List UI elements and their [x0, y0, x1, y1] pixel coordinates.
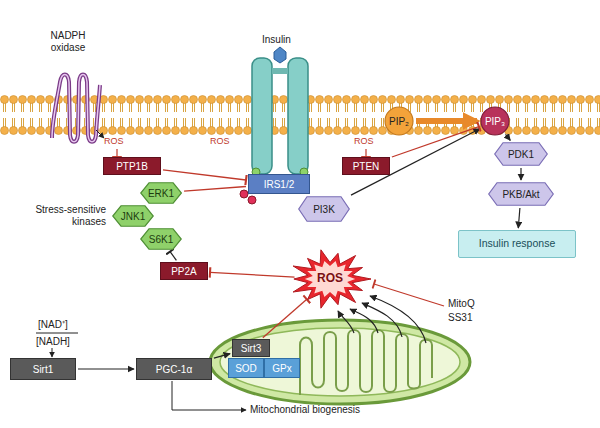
connector — [506, 134, 511, 140]
node-label: GPx — [272, 363, 291, 374]
connector — [163, 170, 246, 180]
stress-kinase-hexagon: JNK1 — [112, 205, 154, 227]
connector — [351, 129, 480, 195]
enzyme-box: SOD — [228, 358, 264, 378]
node-label: PI3K — [313, 204, 335, 215]
ratio-term: [NADH] — [36, 336, 70, 348]
ros-release-arrow — [350, 309, 378, 333]
node-label: PTP1B — [116, 161, 148, 172]
sirtuin-box: Sirt3 — [232, 339, 270, 357]
node-label: Sirt1 — [33, 364, 54, 375]
connector — [416, 118, 477, 124]
response-box: Insulin response — [458, 230, 576, 258]
inhibition-line — [374, 284, 444, 306]
connector — [520, 168, 521, 180]
molecule-label: ROS — [354, 136, 374, 146]
drug-name: MitoQ — [448, 298, 475, 310]
kinase-hexagon: PKB/Akt — [488, 182, 554, 206]
kinase-hexagon: PDK1 — [494, 142, 548, 166]
node-label: PIP₃ — [485, 116, 505, 127]
connector — [518, 208, 520, 228]
connector — [184, 187, 246, 192]
connector — [78, 368, 134, 369]
node-label: ROS — [317, 272, 343, 285]
node-label: PTEN — [353, 161, 380, 172]
drug-name: SS31 — [448, 312, 472, 324]
insulin-receptor — [288, 58, 308, 174]
nadph-oxidase-protein — [52, 75, 100, 142]
insulin-receptor — [252, 58, 272, 174]
enzyme-box: GPx — [264, 358, 300, 378]
lipid-circle: PIP₃ — [480, 106, 510, 136]
substrate-box: IRS1/2 — [248, 174, 310, 194]
node-label: JNK1 — [121, 211, 145, 222]
production-arrow — [96, 130, 104, 138]
activation-arrow — [172, 381, 246, 410]
cristae — [300, 330, 432, 395]
node-label: IRS1/2 — [264, 179, 295, 190]
inhibition-line — [116, 149, 117, 157]
phosphate-dot — [248, 196, 256, 204]
node-label: PIP₂ — [389, 116, 409, 127]
node-label: ERK1 — [148, 188, 174, 199]
process-label: Mitochondrial biogenesis — [250, 404, 360, 416]
ros-release-arrow — [338, 311, 354, 333]
group-label: Stress-sensitive kinases — [20, 204, 106, 227]
inhibition-line — [365, 149, 366, 157]
sirtuin-box: Sirt1 — [10, 358, 76, 380]
connector — [263, 299, 307, 337]
node-label: Insulin response — [479, 238, 555, 250]
fraction-bar — [36, 333, 78, 334]
node-label: S6K1 — [149, 234, 173, 245]
node-label: PGC-1α — [156, 364, 192, 375]
node-label: Sirt3 — [241, 343, 262, 354]
ros-burst: ROS — [288, 248, 372, 310]
stress-kinase-hexagon: S6K1 — [140, 228, 182, 250]
inhibitor-box: PTP1B — [103, 157, 161, 175]
node-label: SOD — [235, 363, 257, 374]
connector — [170, 252, 176, 261]
coactivator-box: PGC-1α — [136, 358, 212, 380]
ratio-term: [NAD⁺] — [38, 319, 68, 331]
mitochondrion — [210, 320, 470, 404]
molecule-label: ROS — [104, 136, 124, 146]
inhibitor-box: PTEN — [342, 157, 390, 175]
node-label: PP2A — [171, 266, 197, 277]
kinase-hexagon: PI3K — [298, 196, 350, 222]
lipid-circle: PIP₂ — [384, 106, 414, 136]
stress-kinase-hexagon: ERK1 — [140, 182, 182, 204]
connector — [210, 272, 295, 277]
molecule-label: ROS — [210, 136, 230, 146]
ros-release-arrow — [370, 296, 426, 343]
activation-arrow — [52, 348, 53, 357]
node-label: PKB/Akt — [502, 189, 539, 200]
phosphatase-box: PP2A — [160, 262, 208, 280]
component-name: Insulin — [262, 34, 291, 46]
component-name: NADPH oxidase — [38, 30, 98, 53]
node-label: PDK1 — [508, 149, 534, 160]
phosphate-dot — [240, 190, 248, 198]
insulin-molecule — [274, 47, 286, 63]
